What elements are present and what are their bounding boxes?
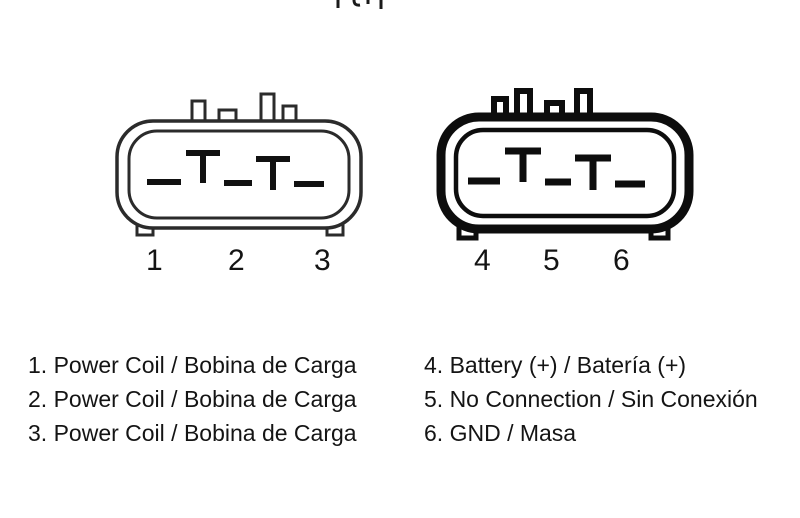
- left-connector-body: [115, 119, 363, 230]
- legend-item-2: 2. Power Coil / Bobina de Carga: [28, 386, 357, 412]
- pin-number-1: 1: [146, 244, 163, 277]
- legend-left-column: 1. Power Coil / Bobina de Carga 2. Power…: [28, 348, 357, 450]
- right-connector-drawing: [436, 88, 694, 241]
- left-connector-pin-slots: [147, 150, 324, 190]
- left-connector-inner-wall: [127, 129, 351, 220]
- pin-number-3: 3: [314, 244, 331, 277]
- right-connector-inner-wall: [453, 127, 677, 219]
- legend-item-4: 4. Battery (+) / Batería (+): [424, 352, 687, 378]
- right-connector-body: [436, 112, 694, 234]
- cropped-text-fragment: [336, 0, 383, 9]
- connector-pinout-drawing: [115, 0, 694, 241]
- legend-item-6: 6. GND / Masa: [424, 420, 577, 446]
- pin-number-6: 6: [613, 244, 630, 277]
- right-connector-pin-slots: [468, 147, 645, 190]
- pin-number-4: 4: [474, 244, 491, 277]
- left-connector-drawing: [115, 92, 363, 237]
- legend-item-3: 3. Power Coil / Bobina de Carga: [28, 420, 357, 446]
- pin-number-2: 2: [228, 244, 245, 277]
- pin-number-5: 5: [543, 244, 560, 277]
- legend-right-column: 4. Battery (+) / Batería (+) 5. No Conne…: [424, 348, 758, 450]
- legend-item-1: 1. Power Coil / Bobina de Carga: [28, 352, 357, 378]
- legend-item-5: 5. No Connection / Sin Conexión: [424, 386, 758, 412]
